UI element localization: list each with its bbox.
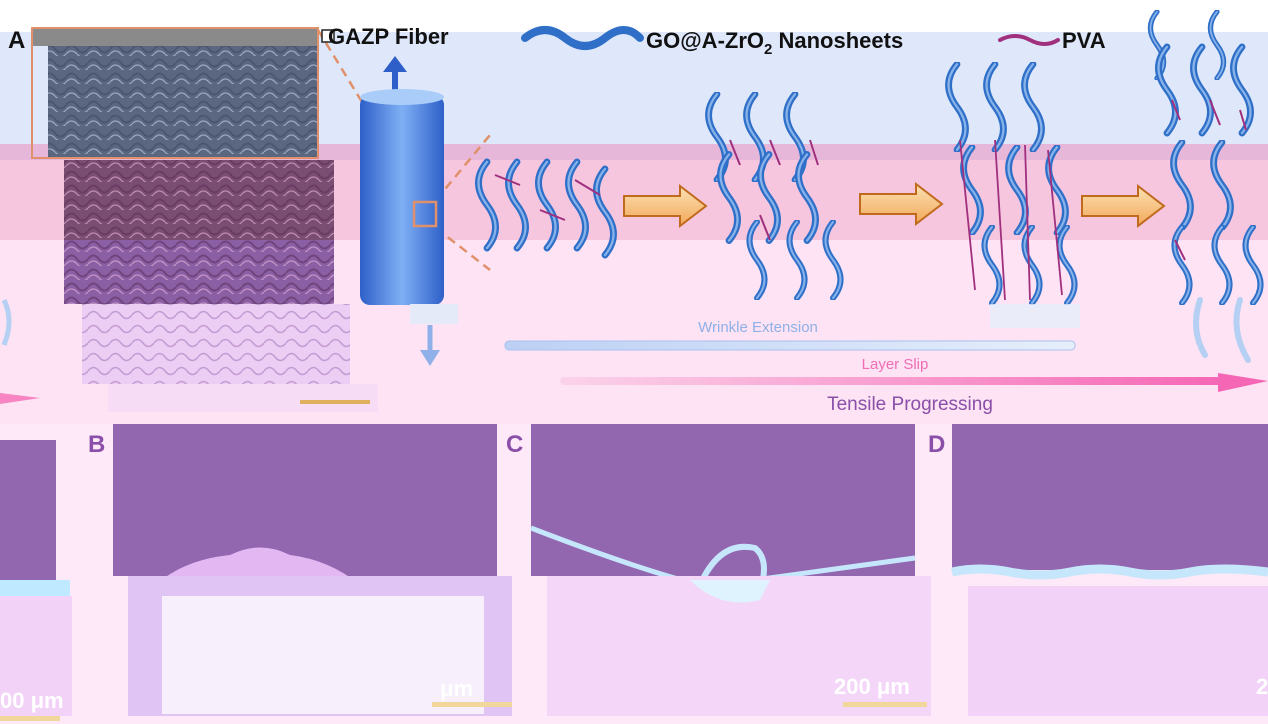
stage-4-fade-sheets: [1193, 297, 1251, 363]
sem-texture-middle: [64, 160, 334, 240]
sem-panel-left-partial: 00 μm: [0, 440, 72, 721]
tensile-progressing-label: Tensile Progressing: [827, 394, 993, 415]
legend-nanosheet-icon: [521, 26, 644, 50]
scale-label-c: 200 μm: [834, 674, 910, 699]
fiber-zoom-box: [412, 200, 438, 228]
legend-nanosheets-subscript: 2: [764, 41, 772, 58]
sem-left-top: [0, 440, 56, 580]
sem-d-fiber: [951, 564, 1268, 580]
fiber-bottom-fade: [410, 304, 458, 324]
scale-bar-left: [0, 716, 60, 721]
top-white-strip: [0, 0, 1268, 32]
legend-fiber-icon: [321, 29, 335, 43]
sem-inset-a: [31, 27, 378, 412]
wrinkle-extension-bar: [504, 340, 1076, 351]
process-arrows: [623, 181, 1166, 229]
zoom-line-right-lower: [435, 227, 491, 271]
arrow-stage-2-to-3: [859, 181, 944, 227]
legend: GAZP Fiber GO@A-ZrO2 Nanosheets PVA: [321, 24, 1106, 58]
sem-left-fiber: [0, 580, 70, 596]
legend-fiber-label: GAZP Fiber: [328, 24, 449, 49]
stage-3-fade: [990, 304, 1080, 328]
sem-texture-lower: [64, 240, 334, 304]
pva-links-s1: [494, 174, 601, 221]
legend-pva-label: PVA: [1062, 28, 1106, 53]
stage-2-extending-sheets: [709, 94, 841, 298]
panel-label-c: C: [506, 431, 523, 458]
legend-nanosheets-tail: Nanosheets: [772, 28, 903, 53]
sem-d-top: [952, 424, 1268, 570]
sem-panel-d: 2: [951, 424, 1268, 716]
wrinkle-extension-label: Wrinkle Extension: [698, 319, 818, 336]
fiber-down-arrow-head: [420, 350, 440, 366]
layer-slip-bar: [560, 377, 1230, 385]
arrow-stage-3-to-4: [1081, 183, 1166, 229]
sem-frame: [31, 27, 319, 159]
sem-texture-faded: [82, 304, 350, 384]
fiber-up-arrow-head: [383, 56, 407, 72]
sem-scale-bar: [300, 400, 370, 404]
stage-4-separated-sheets: [1150, 12, 1260, 363]
gazp-fiber-illustration: [360, 56, 458, 366]
pva-links-s3: [959, 139, 1063, 301]
arrow-stage-1-to-2: [623, 183, 708, 229]
pva-links-s2: [729, 139, 819, 241]
sem-panel-c: 200 μm: [530, 424, 931, 716]
fiber-body: [360, 95, 444, 305]
scale-label-left: 00 μm: [0, 688, 64, 713]
left-edge-arrow: [0, 393, 40, 404]
sem-c-knot-lower: [690, 580, 770, 603]
sem-inset-topbar: [32, 28, 318, 46]
sem-d-bottom: [968, 586, 1268, 716]
sem-image-bottom: [108, 384, 378, 412]
sem-panel-b: μm: [113, 424, 512, 716]
fiber-top-cap: [360, 89, 444, 105]
layer-slip-label: Layer Slip: [862, 356, 929, 373]
sem-texture-upper: [48, 46, 318, 158]
sem-left-bottom: [0, 596, 72, 716]
legend-pva-icon: [998, 34, 1060, 46]
panel-label-a: A: [8, 27, 25, 54]
scale-label-b: μm: [440, 676, 473, 701]
scale-bar-c: [843, 702, 927, 707]
panel-label-d: D: [928, 431, 945, 458]
left-edge-sheet: [1, 298, 12, 346]
stage-3-slipping-sheets: [949, 64, 1080, 328]
stage-1-stacked-sheets: [479, 162, 614, 255]
legend-nanosheets-label: GO@A-ZrO2 Nanosheets: [646, 28, 903, 58]
panel-label-b: B: [88, 431, 105, 458]
sem-b-inner: [162, 596, 484, 714]
tensile-arrow-head: [1218, 373, 1268, 392]
scale-bar-b: [432, 702, 512, 707]
scale-label-d: 2: [1256, 674, 1268, 699]
legend-nanosheets-main: GO@A-ZrO: [646, 28, 764, 53]
sem-b-top: [113, 424, 497, 576]
pva-links-s4: [1171, 99, 1247, 261]
